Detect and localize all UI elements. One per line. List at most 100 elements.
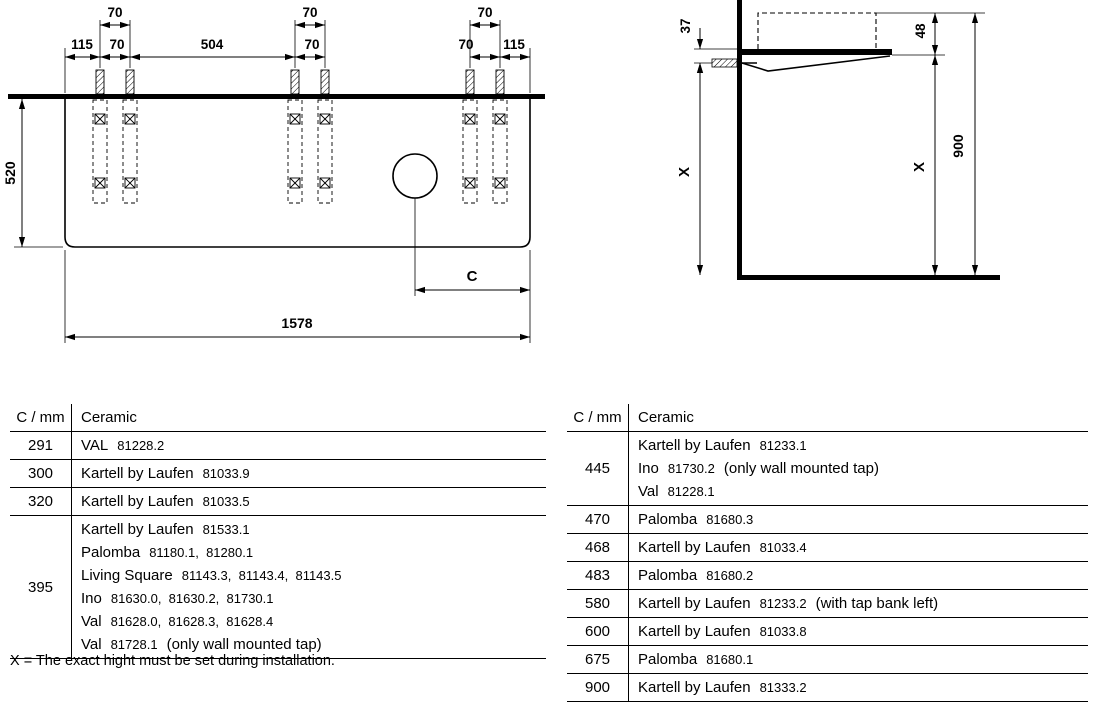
c-value: 580 (567, 590, 629, 617)
ceramic-cell: VAL 81228.2 (72, 432, 546, 459)
ceramic-code: 81228.1 (667, 484, 715, 499)
c-value: 300 (10, 460, 72, 487)
ceramic-line: Kartell by Laufen 81033.5 (81, 490, 537, 513)
ceramic-code: 81728.1 (110, 637, 158, 652)
ceramic-code: 81680.1 (706, 652, 754, 667)
dim-thickness-48: 48 (876, 12, 985, 56)
ceramic-name: Kartell by Laufen (638, 623, 751, 640)
ceramic-name: Ino (638, 460, 659, 477)
dim-115-right-label: 115 (503, 37, 525, 52)
dim-x-right-label: X (911, 162, 928, 172)
dim-hole-distances: 115 70 504 70 70 115 (64, 37, 531, 93)
ceramic-line: Kartell by Laufen 81333.2 (638, 676, 1079, 699)
ceramic-name: Palomba (638, 567, 698, 584)
ceramic-line: Kartell by Laufen 81033.8 (638, 620, 1079, 643)
dim-pair-spacings: 70 70 70 (100, 5, 500, 29)
ceramic-code: 81033.5 (202, 494, 250, 509)
dim-offset-37: 37 (678, 18, 740, 84)
dim-504-label: 504 (201, 37, 224, 52)
ceramic-name: Kartell by Laufen (638, 679, 751, 696)
mounting-bracket (317, 19, 333, 204)
ceramic-name: Val (638, 483, 659, 500)
dim-900-label: 900 (950, 134, 966, 158)
mounting-bracket (122, 19, 138, 204)
c-value: 675 (567, 646, 629, 673)
ceramic-cell: Kartell by Laufen 81033.8 (629, 618, 1088, 645)
ceramic-code: 81228.2 (117, 438, 165, 453)
ceramic-name: Kartell by Laufen (81, 521, 194, 538)
ceramic-name: Kartell by Laufen (638, 437, 751, 454)
spec-table-left: C / mm Ceramic 291 VAL 81228.2 300 Kartel… (10, 404, 546, 659)
c-value: 470 (567, 506, 629, 533)
ceramic-code: 81143.3, 81143.4, 81143.5 (181, 568, 342, 583)
c-mm-header: C / mm (10, 404, 72, 431)
ceramic-name: Val (81, 613, 102, 630)
dim-70-right-label: 70 (458, 37, 473, 52)
dim-70-label-3: 70 (477, 5, 492, 20)
dim-70-mid-label: 70 (304, 37, 319, 52)
ceramic-line: Val 81228.1 (638, 480, 1079, 503)
c-value: 291 (10, 432, 72, 459)
ceramic-cell: Kartell by Laufen 81333.2 (629, 674, 1088, 701)
ceramic-code: 81033.4 (759, 540, 807, 555)
dim-520-label: 520 (2, 161, 18, 185)
c-value: 900 (567, 674, 629, 701)
drain-hole (392, 153, 438, 199)
mounting-bracket (287, 19, 303, 204)
ceramic-code: 81680.2 (706, 568, 754, 583)
ceramic-header-label: Ceramic (81, 409, 137, 426)
dim-x-left-label: X (676, 167, 693, 177)
dim-c-label: C (467, 268, 478, 285)
dim-x-right: X (911, 55, 939, 275)
dim-height-520: 520 (2, 99, 63, 248)
wall-anchor (711, 58, 738, 68)
ceramic-code: 81333.2 (759, 680, 807, 695)
ceramic-name: Palomba (81, 544, 141, 561)
ceramic-note: (with tap bank left) (815, 595, 939, 612)
ceramic-name: VAL (81, 437, 109, 454)
dim-48-label: 48 (913, 23, 928, 39)
dim-115-left-label: 115 (71, 37, 93, 52)
side-view: 37 48 X X 900 (676, 0, 1000, 280)
front-view: 70 70 70 115 70 504 70 70 115 (2, 5, 545, 343)
technical-drawing: 70 70 70 115 70 504 70 70 115 (2, 0, 1000, 343)
ceramic-code: 81033.9 (202, 466, 250, 481)
dim-70-label-2: 70 (302, 5, 317, 20)
ceramic-note: (only wall mounted tap) (723, 460, 879, 477)
c-value: 468 (567, 534, 629, 561)
table-row: 900 Kartell by Laufen 81333.2 (567, 674, 1088, 702)
countertop (8, 94, 545, 99)
ceramic-cell: Palomba 81680.2 (629, 562, 1088, 589)
ceramic-line: Palomba 81680.2 (638, 564, 1079, 587)
ceramic-header: Ceramic (629, 404, 1088, 431)
ceramic-code: 81033.8 (759, 624, 807, 639)
ceramic-code: 81680.3 (706, 512, 754, 527)
ceramic-name: Kartell by Laufen (81, 493, 194, 510)
dim-height-900: 900 (950, 13, 979, 275)
ceramic-header: Ceramic (72, 404, 546, 431)
ceramic-code: 81630.0, 81630.2, 81730.1 (110, 591, 274, 606)
floor (737, 275, 1000, 280)
